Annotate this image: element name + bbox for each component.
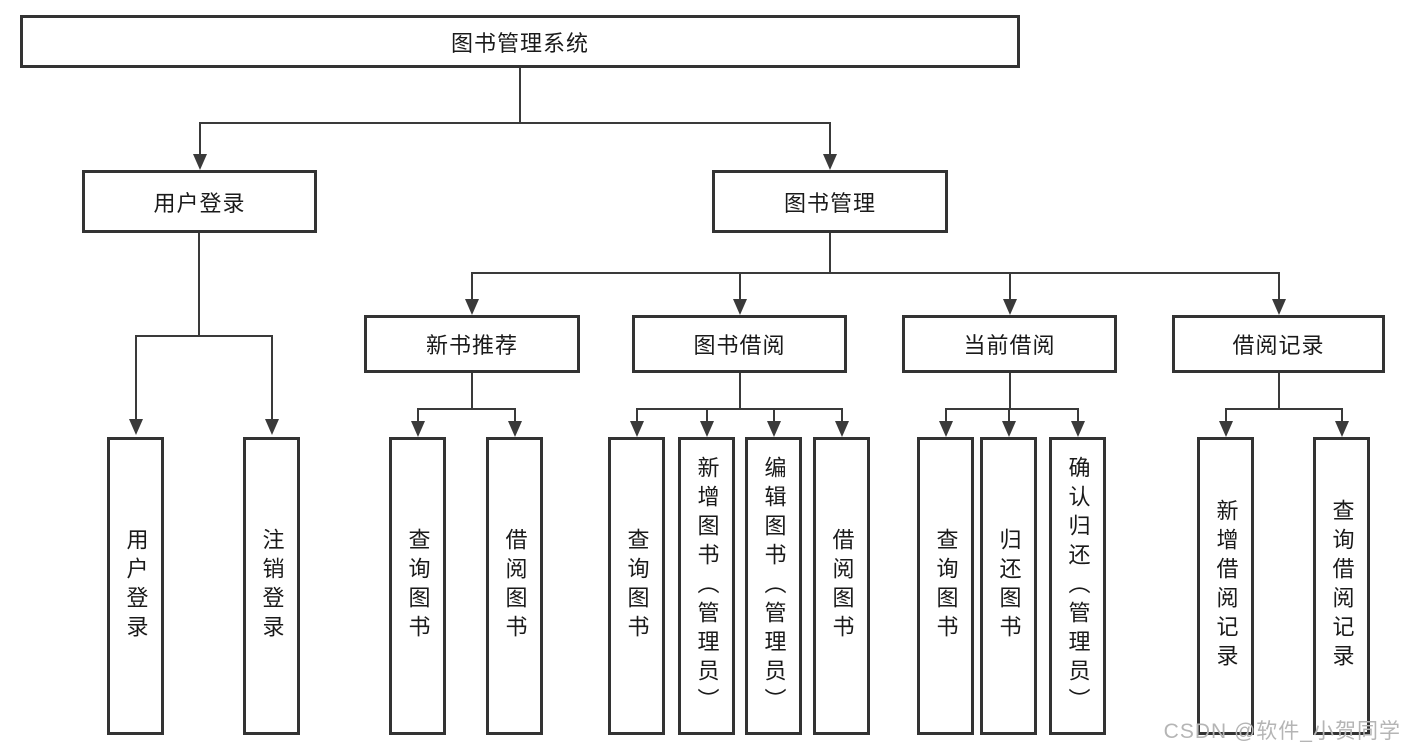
arrowhead-down-icon xyxy=(630,421,644,437)
connector-hline xyxy=(945,408,1078,410)
connector-hline xyxy=(471,272,1280,274)
leaf-return-books-label: 归还图书 xyxy=(996,528,1022,644)
arrowhead-down-icon xyxy=(1272,299,1286,315)
leaf-query-borrow-record: 查询借阅记录 xyxy=(1313,437,1370,735)
leaf-query-books-current-label: 查询图书 xyxy=(933,528,959,644)
arrowhead-down-icon xyxy=(1335,421,1349,437)
node-borrowing-records-label: 借阅记录 xyxy=(1232,333,1325,358)
connector-vline xyxy=(1009,272,1011,299)
connector-vline xyxy=(739,272,741,299)
leaf-borrow-books-label: 借阅图书 xyxy=(829,528,855,644)
connector-vline xyxy=(1225,408,1227,421)
connector-vline xyxy=(417,408,419,421)
arrowhead-down-icon xyxy=(129,419,143,435)
leaf-return-books: 归还图书 xyxy=(980,437,1037,735)
connector-vline xyxy=(271,335,273,419)
arrowhead-down-icon xyxy=(411,421,425,437)
leaf-user-login-label: 用户登录 xyxy=(123,528,149,644)
arrowhead-down-icon xyxy=(465,299,479,315)
node-borrowing-records: 借阅记录 xyxy=(1172,315,1385,373)
leaf-borrow-books: 借阅图书 xyxy=(813,437,870,735)
node-current-borrowing-label: 当前借阅 xyxy=(963,333,1056,358)
leaf-borrow-books-recommend: 借阅图书 xyxy=(486,437,543,735)
arrowhead-down-icon xyxy=(508,421,522,437)
connector-hline xyxy=(199,122,831,124)
leaf-query-books-recommend-label: 查询图书 xyxy=(405,528,431,644)
leaf-confirm-return-admin: 确认归还（管理员） xyxy=(1049,437,1106,735)
leaf-user-login: 用户登录 xyxy=(107,437,164,735)
arrowhead-down-icon xyxy=(1071,421,1085,437)
connector-vline xyxy=(829,122,831,156)
node-book-management: 图书管理 xyxy=(712,170,948,233)
leaf-add-books-admin-label: 新增图书（管理员） xyxy=(694,455,720,717)
arrowhead-down-icon xyxy=(767,421,781,437)
arrowhead-down-icon xyxy=(1219,421,1233,437)
connector-vline xyxy=(739,373,741,408)
watermark: CSDN @软件_小贺同学 xyxy=(1163,720,1401,743)
leaf-borrow-books-recommend-label: 借阅图书 xyxy=(502,528,528,644)
node-new-book-recommendation-label: 新书推荐 xyxy=(425,333,518,358)
node-current-borrowing: 当前借阅 xyxy=(902,315,1117,373)
connector-vline xyxy=(1278,272,1280,299)
node-root: 图书管理系统 xyxy=(20,15,1020,68)
connector-vline xyxy=(514,408,516,421)
leaf-logout-login-label: 注销登录 xyxy=(259,528,285,644)
connector-vline xyxy=(829,233,831,272)
connector-vline xyxy=(1077,408,1079,421)
connector-vline xyxy=(471,373,473,408)
connector-vline xyxy=(945,408,947,421)
connector-vline xyxy=(1341,408,1343,421)
connector-vline xyxy=(471,272,473,299)
leaf-logout-login: 注销登录 xyxy=(243,437,300,735)
connector-vline xyxy=(198,233,200,335)
node-book-borrowing: 图书借阅 xyxy=(632,315,847,373)
leaf-query-books-recommend: 查询图书 xyxy=(389,437,446,735)
connector-hline xyxy=(417,408,515,410)
arrowhead-down-icon xyxy=(1002,421,1016,437)
connector-hline xyxy=(135,335,273,337)
node-user-login-label: 用户登录 xyxy=(153,190,246,216)
node-book-management-label: 图书管理 xyxy=(783,190,876,216)
connector-vline xyxy=(519,68,521,122)
connector-hline xyxy=(1225,408,1342,410)
arrowhead-down-icon xyxy=(733,299,747,315)
leaf-add-borrow-record-label: 新增借阅记录 xyxy=(1213,499,1239,673)
arrowhead-down-icon xyxy=(1003,299,1017,315)
arrowhead-down-icon xyxy=(835,421,849,437)
leaf-add-books-admin: 新增图书（管理员） xyxy=(678,437,735,735)
connector-vline xyxy=(636,408,638,421)
node-new-book-recommendation: 新书推荐 xyxy=(364,315,580,373)
connector-vline xyxy=(1009,373,1011,408)
connector-hline xyxy=(636,408,843,410)
arrowhead-down-icon xyxy=(700,421,714,437)
arrowhead-down-icon xyxy=(939,421,953,437)
connector-vline xyxy=(773,408,775,421)
connector-vline xyxy=(135,335,137,419)
leaf-confirm-return-admin-label: 确认归还（管理员） xyxy=(1065,455,1091,717)
leaf-query-books-current: 查询图书 xyxy=(917,437,974,735)
arrowhead-down-icon xyxy=(193,154,207,170)
connector-vline xyxy=(199,122,201,156)
leaf-edit-books-admin-label: 编辑图书（管理员） xyxy=(761,455,787,717)
leaf-query-books-borrowing: 查询图书 xyxy=(608,437,665,735)
leaf-query-books-borrowing-label: 查询图书 xyxy=(624,528,650,644)
leaf-query-borrow-record-label: 查询借阅记录 xyxy=(1329,499,1355,673)
connector-vline xyxy=(841,408,843,421)
connector-vline xyxy=(1278,373,1280,408)
connector-vline xyxy=(1008,408,1010,421)
connector-vline xyxy=(706,408,708,421)
leaf-add-borrow-record: 新增借阅记录 xyxy=(1197,437,1254,735)
node-book-borrowing-label: 图书借阅 xyxy=(693,333,786,358)
arrowhead-down-icon xyxy=(823,154,837,170)
arrowhead-down-icon xyxy=(265,419,279,435)
node-root-label: 图书管理系统 xyxy=(450,30,589,56)
leaf-edit-books-admin: 编辑图书（管理员） xyxy=(745,437,802,735)
node-user-login: 用户登录 xyxy=(82,170,317,233)
